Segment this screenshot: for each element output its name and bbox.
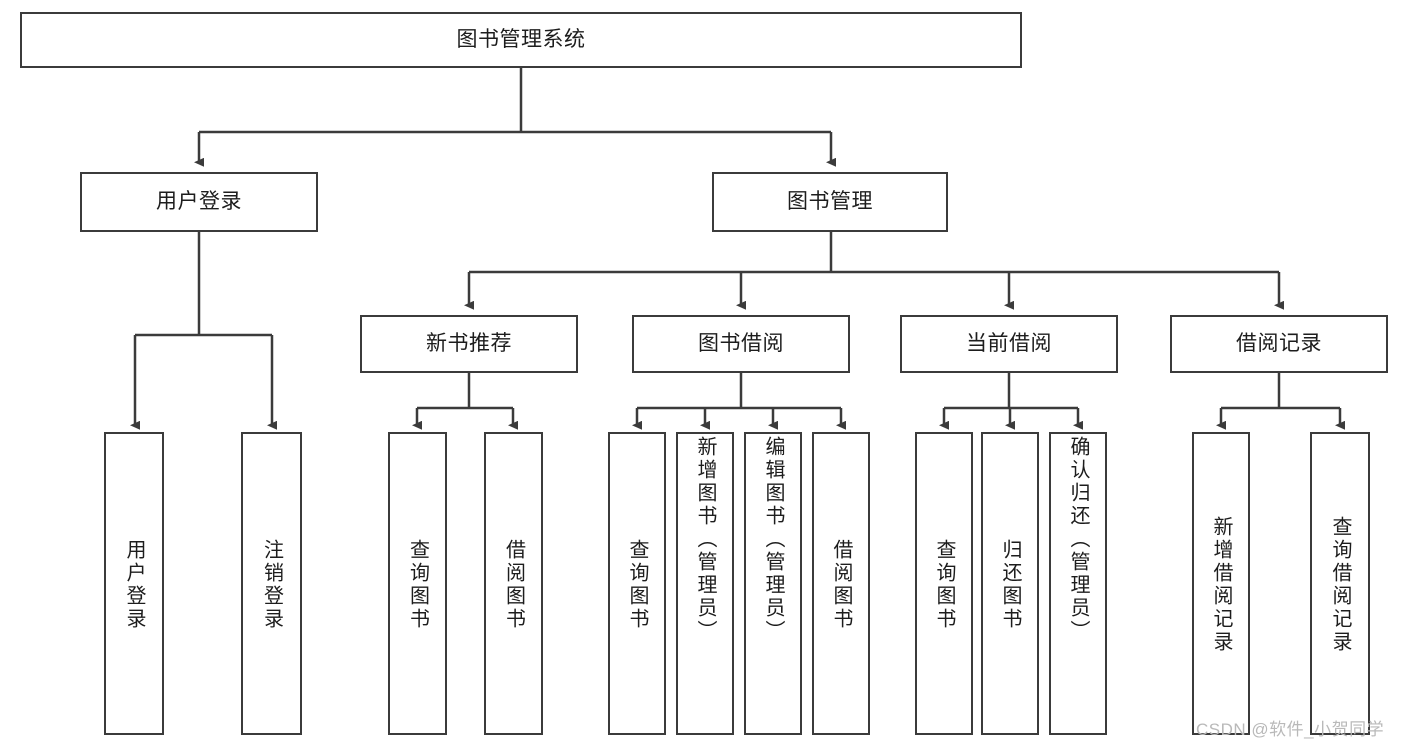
node-root-system[interactable]: 图书管理系统 xyxy=(20,12,1022,68)
leaf-current-return-book[interactable]: 归还图书 xyxy=(981,432,1039,735)
leaf-recommend-borrow-book[interactable]: 借阅图书 xyxy=(484,432,543,735)
node-label: 图书借阅 xyxy=(698,331,784,355)
node-label: 查询图书 xyxy=(406,538,429,631)
node-label: 图书管理系统 xyxy=(456,27,586,51)
leaf-borrow-add-book-admin[interactable]: 新增图书（管理员） xyxy=(676,432,734,735)
node-label: 查询图书 xyxy=(933,538,955,631)
csdn-watermark: CSDN @软件_小贺同学 xyxy=(1196,720,1385,739)
node-label: 借阅图书 xyxy=(830,538,852,631)
leaf-user-login-signout[interactable]: 注销登录 xyxy=(241,432,302,735)
node-label: 新书推荐 xyxy=(426,331,512,355)
node-label: 查询借阅记录 xyxy=(1329,515,1351,654)
node-label: 用户登录 xyxy=(156,189,242,213)
node-label: 归还图书 xyxy=(999,538,1021,631)
leaf-record-query-record[interactable]: 查询借阅记录 xyxy=(1310,432,1370,735)
leaf-borrow-query-book[interactable]: 查询图书 xyxy=(608,432,666,735)
node-label: 查询图书 xyxy=(626,538,648,631)
node-borrow-record[interactable]: 借阅记录 xyxy=(1170,315,1388,373)
leaf-borrow-borrow-book[interactable]: 借阅图书 xyxy=(812,432,870,735)
node-user-login[interactable]: 用户登录 xyxy=(80,172,318,232)
leaf-record-add-record[interactable]: 新增借阅记录 xyxy=(1192,432,1250,735)
node-label: 图书管理 xyxy=(787,189,873,213)
leaf-current-query-book[interactable]: 查询图书 xyxy=(915,432,973,735)
node-label: 确认归还（管理员） xyxy=(1067,436,1089,643)
node-label: 注销登录 xyxy=(260,538,283,631)
node-book-management[interactable]: 图书管理 xyxy=(712,172,948,232)
leaf-current-confirm-return-admin[interactable]: 确认归还（管理员） xyxy=(1049,432,1107,735)
node-current-borrow[interactable]: 当前借阅 xyxy=(900,315,1118,373)
leaf-recommend-query-book[interactable]: 查询图书 xyxy=(388,432,447,735)
node-label: 当前借阅 xyxy=(966,331,1052,355)
node-book-borrow[interactable]: 图书借阅 xyxy=(632,315,850,373)
leaf-user-login-signin[interactable]: 用户登录 xyxy=(104,432,164,735)
node-label: 借阅图书 xyxy=(502,538,525,631)
node-label: 新增图书（管理员） xyxy=(694,436,716,643)
node-label: 编辑图书（管理员） xyxy=(762,436,784,643)
leaf-borrow-edit-book-admin[interactable]: 编辑图书（管理员） xyxy=(744,432,802,735)
node-label: 借阅记录 xyxy=(1236,331,1322,355)
node-new-book-recommend[interactable]: 新书推荐 xyxy=(360,315,578,373)
node-label: 新增借阅记录 xyxy=(1210,515,1232,654)
node-label: 用户登录 xyxy=(123,538,145,631)
